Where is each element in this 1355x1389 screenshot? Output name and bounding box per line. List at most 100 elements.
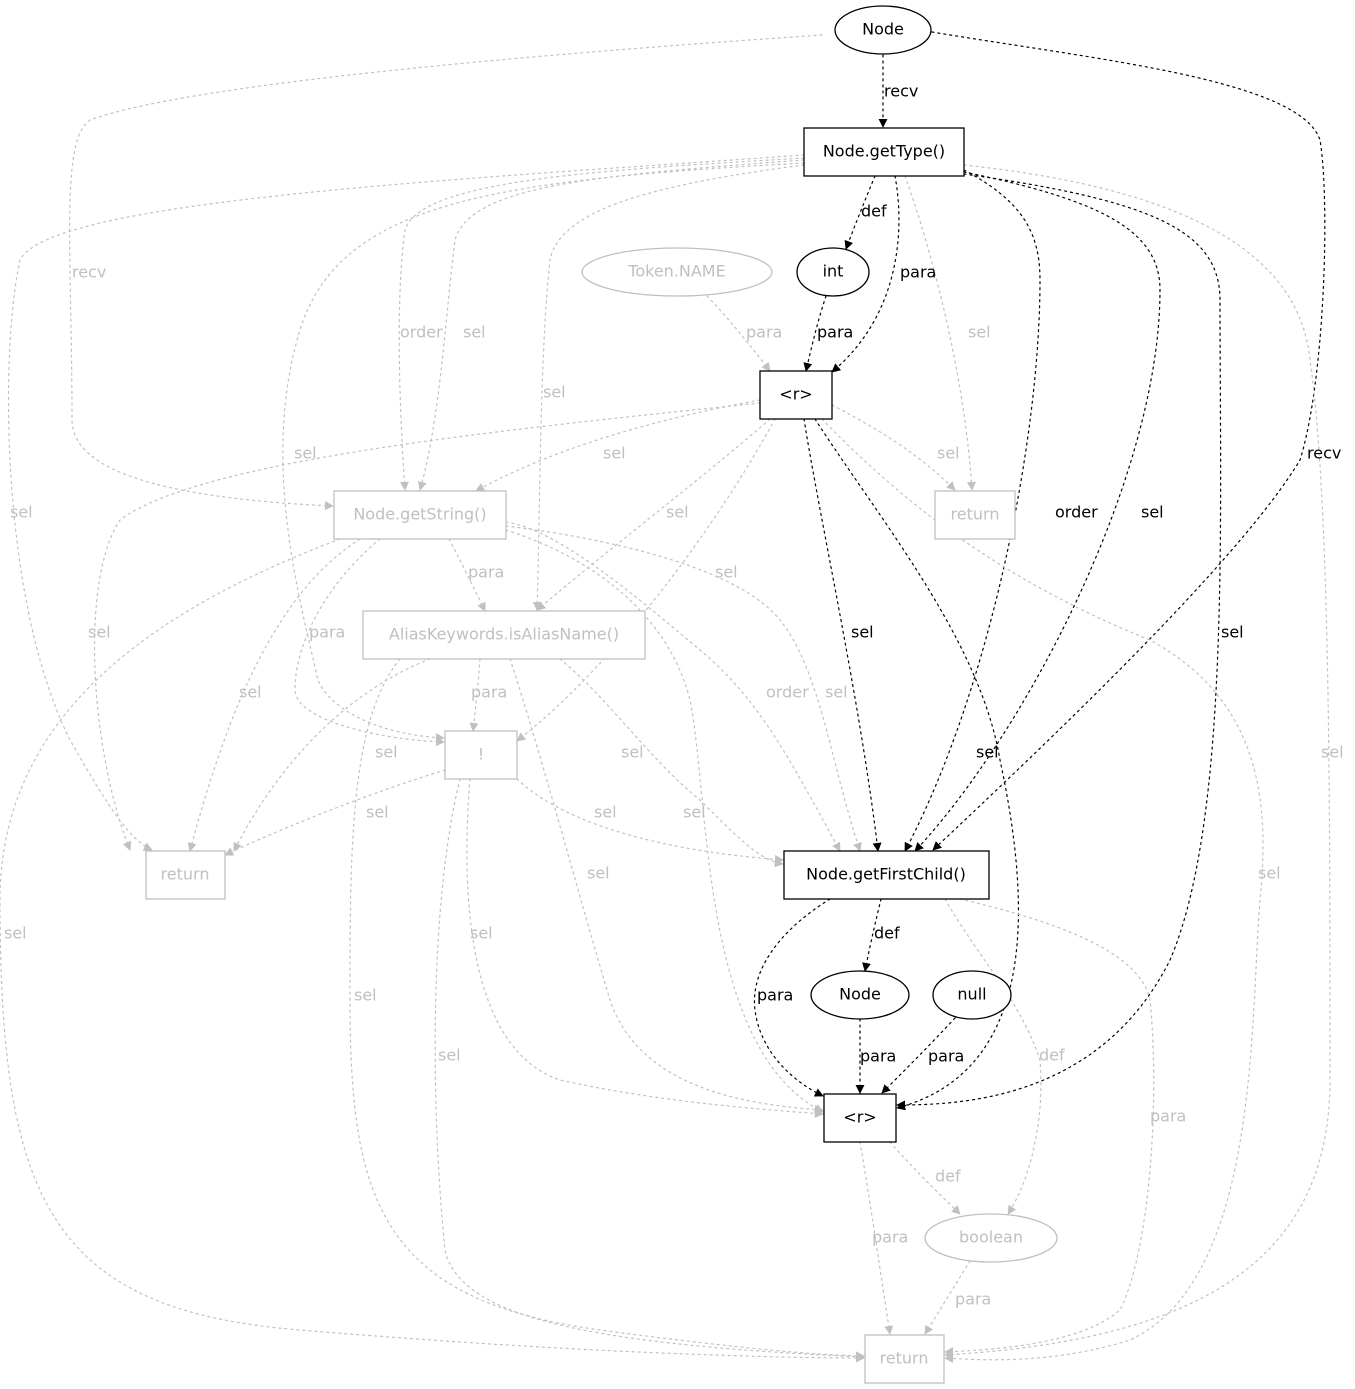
edge-getType-to-getFirstChild — [904, 169, 1041, 852]
edge-label-sel: sel — [937, 444, 960, 463]
edge-label-sel: sel — [543, 383, 566, 402]
edges-layer — [0, 31, 1331, 1363]
node-node-top[interactable]: Node — [834, 5, 932, 55]
node-return-second-label: return — [161, 865, 210, 884]
edge-getType-to-return2 — [7, 154, 805, 851]
edge-label-order: order — [400, 323, 443, 342]
node-return-second[interactable]: return — [145, 850, 226, 900]
node-is-alias-name[interactable]: AliasKeywords.isAliasName() — [362, 610, 646, 660]
edge-not-to-getFirstChild — [516, 778, 784, 864]
edge-not-to-return3 — [434, 778, 865, 1362]
edge-r1-to-return1 — [831, 404, 956, 491]
edge-r1-to-r2 — [814, 418, 1019, 1111]
node-get-first-child[interactable]: Node.getFirstChild() — [783, 850, 990, 900]
edge-label-sel: sel — [1321, 743, 1344, 762]
node-is-alias-name-label: AliasKeywords.isAliasName() — [389, 625, 619, 644]
edge-label-sel: sel — [4, 924, 27, 943]
edge-label-sel: sel — [976, 743, 999, 762]
edge-label-sel: sel — [470, 924, 493, 943]
edge-label-para: para — [928, 1047, 964, 1066]
edge-getType-to-not — [282, 162, 805, 743]
node-null-label: null — [957, 985, 986, 1004]
edge-label-sel: sel — [1141, 503, 1164, 522]
edge-label-sel: sel — [1258, 864, 1281, 883]
edge-getString-to-getFirstChild — [505, 525, 862, 852]
edge-getFirstChild-to-boolean — [944, 898, 1042, 1215]
node-int[interactable]: int — [796, 247, 870, 297]
node-node-second[interactable]: Node — [810, 970, 910, 1020]
edge-isAliasName-to-getFirstChild — [559, 658, 784, 868]
node-token-name[interactable]: Token.NAME — [581, 247, 773, 297]
node-null[interactable]: null — [932, 970, 1012, 1020]
edge-label-sel: sel — [10, 503, 33, 522]
edge-isAliasName-to-return2 — [233, 658, 431, 852]
node-return-third[interactable]: return — [864, 1334, 945, 1384]
edge-isAliasName-to-not — [469, 658, 481, 732]
node-r-second[interactable]: <r> — [823, 1093, 897, 1143]
edge-r1-to-return3 — [821, 418, 1264, 1363]
edge-label-sel: sel — [968, 323, 991, 342]
edge-getType-to-return1 — [904, 175, 976, 491]
edge-label-recv: recv — [72, 263, 106, 282]
edge-r1-to-getString — [475, 399, 761, 492]
node-boolean-label: boolean — [959, 1228, 1023, 1247]
node-get-first-child-label: Node.getFirstChild() — [806, 865, 966, 884]
edge-getFirstChild-to-node2 — [862, 898, 882, 972]
edge-null-to-r2 — [881, 1017, 956, 1094]
edge-label-sel: sel — [375, 743, 398, 762]
edge-label-sel: sel — [666, 503, 689, 522]
edge-getString-to-return2 — [187, 538, 361, 852]
edge-isAliasName-to-return3 — [349, 658, 865, 1361]
edge-label-sel: sel — [366, 803, 389, 822]
edge-tokenName-to-r1 — [706, 295, 771, 372]
edge-label-sel: sel — [851, 623, 874, 642]
edge-label-def: def — [861, 202, 887, 221]
edge-label-sel: sel — [587, 864, 610, 883]
edge-r2-to-boolean — [889, 1141, 961, 1215]
edge-getType-to-r2 — [896, 173, 1222, 1110]
edge-getString-to-not — [294, 538, 445, 747]
node-token-name-label: Token.NAME — [627, 262, 725, 281]
edge-isAliasName-to-r2 — [509, 658, 824, 1114]
edge-label-para: para — [471, 683, 507, 702]
edge-label-sel: sel — [825, 683, 848, 702]
edge-label-para: para — [872, 1228, 908, 1247]
edge-label-def: def — [874, 924, 900, 943]
edge-not-to-r2 — [466, 778, 824, 1118]
edge-getType-to-getString — [417, 159, 805, 491]
edge-getString-to-getFirstChild — [505, 521, 841, 852]
edge-label-order: order — [766, 683, 809, 702]
node-get-string[interactable]: Node.getString() — [333, 490, 507, 540]
edge-getString-to-return3 — [0, 538, 865, 1363]
node-node-top-label: Node — [862, 20, 904, 39]
edge-label-order: order — [1055, 503, 1098, 522]
node-not[interactable]: ! — [444, 730, 518, 780]
edge-getType-to-int — [844, 175, 876, 250]
edge-label-sel: sel — [294, 444, 317, 463]
edge-label-sel: sel — [1221, 623, 1244, 642]
edge-not-to-return2 — [224, 769, 446, 856]
edge-r1-to-not — [516, 418, 776, 742]
edge-label-sel: sel — [603, 444, 626, 463]
edge-label-para: para — [955, 1290, 991, 1309]
node-r-first[interactable]: <r> — [759, 370, 833, 420]
edge-label-recv: recv — [1307, 444, 1341, 463]
node-get-type[interactable]: Node.getType() — [803, 127, 965, 177]
node-boolean[interactable]: boolean — [924, 1213, 1058, 1263]
node-get-type-label: Node.getType() — [823, 142, 945, 161]
node-node-second-label: Node — [839, 985, 881, 1004]
edge-r1-to-isAliasName — [536, 418, 771, 611]
node-int-label: int — [823, 262, 844, 281]
edge-getFirstChild-to-r2 — [753, 898, 831, 1097]
edge-label-para: para — [757, 986, 793, 1005]
edge-getType-to-r1 — [831, 175, 900, 373]
edge-node_top-to-getString — [69, 34, 823, 511]
edge-label-sel: sel — [715, 563, 738, 582]
node-return-first[interactable]: return — [934, 490, 1016, 540]
edge-getType-to-return3 — [944, 164, 1331, 1360]
nodes-layer: Node Node.getType() Token.NAME int <r> N… — [145, 5, 1058, 1384]
edge-int-to-r1 — [803, 295, 827, 372]
edge-getType-to-isAliasName — [532, 164, 805, 611]
